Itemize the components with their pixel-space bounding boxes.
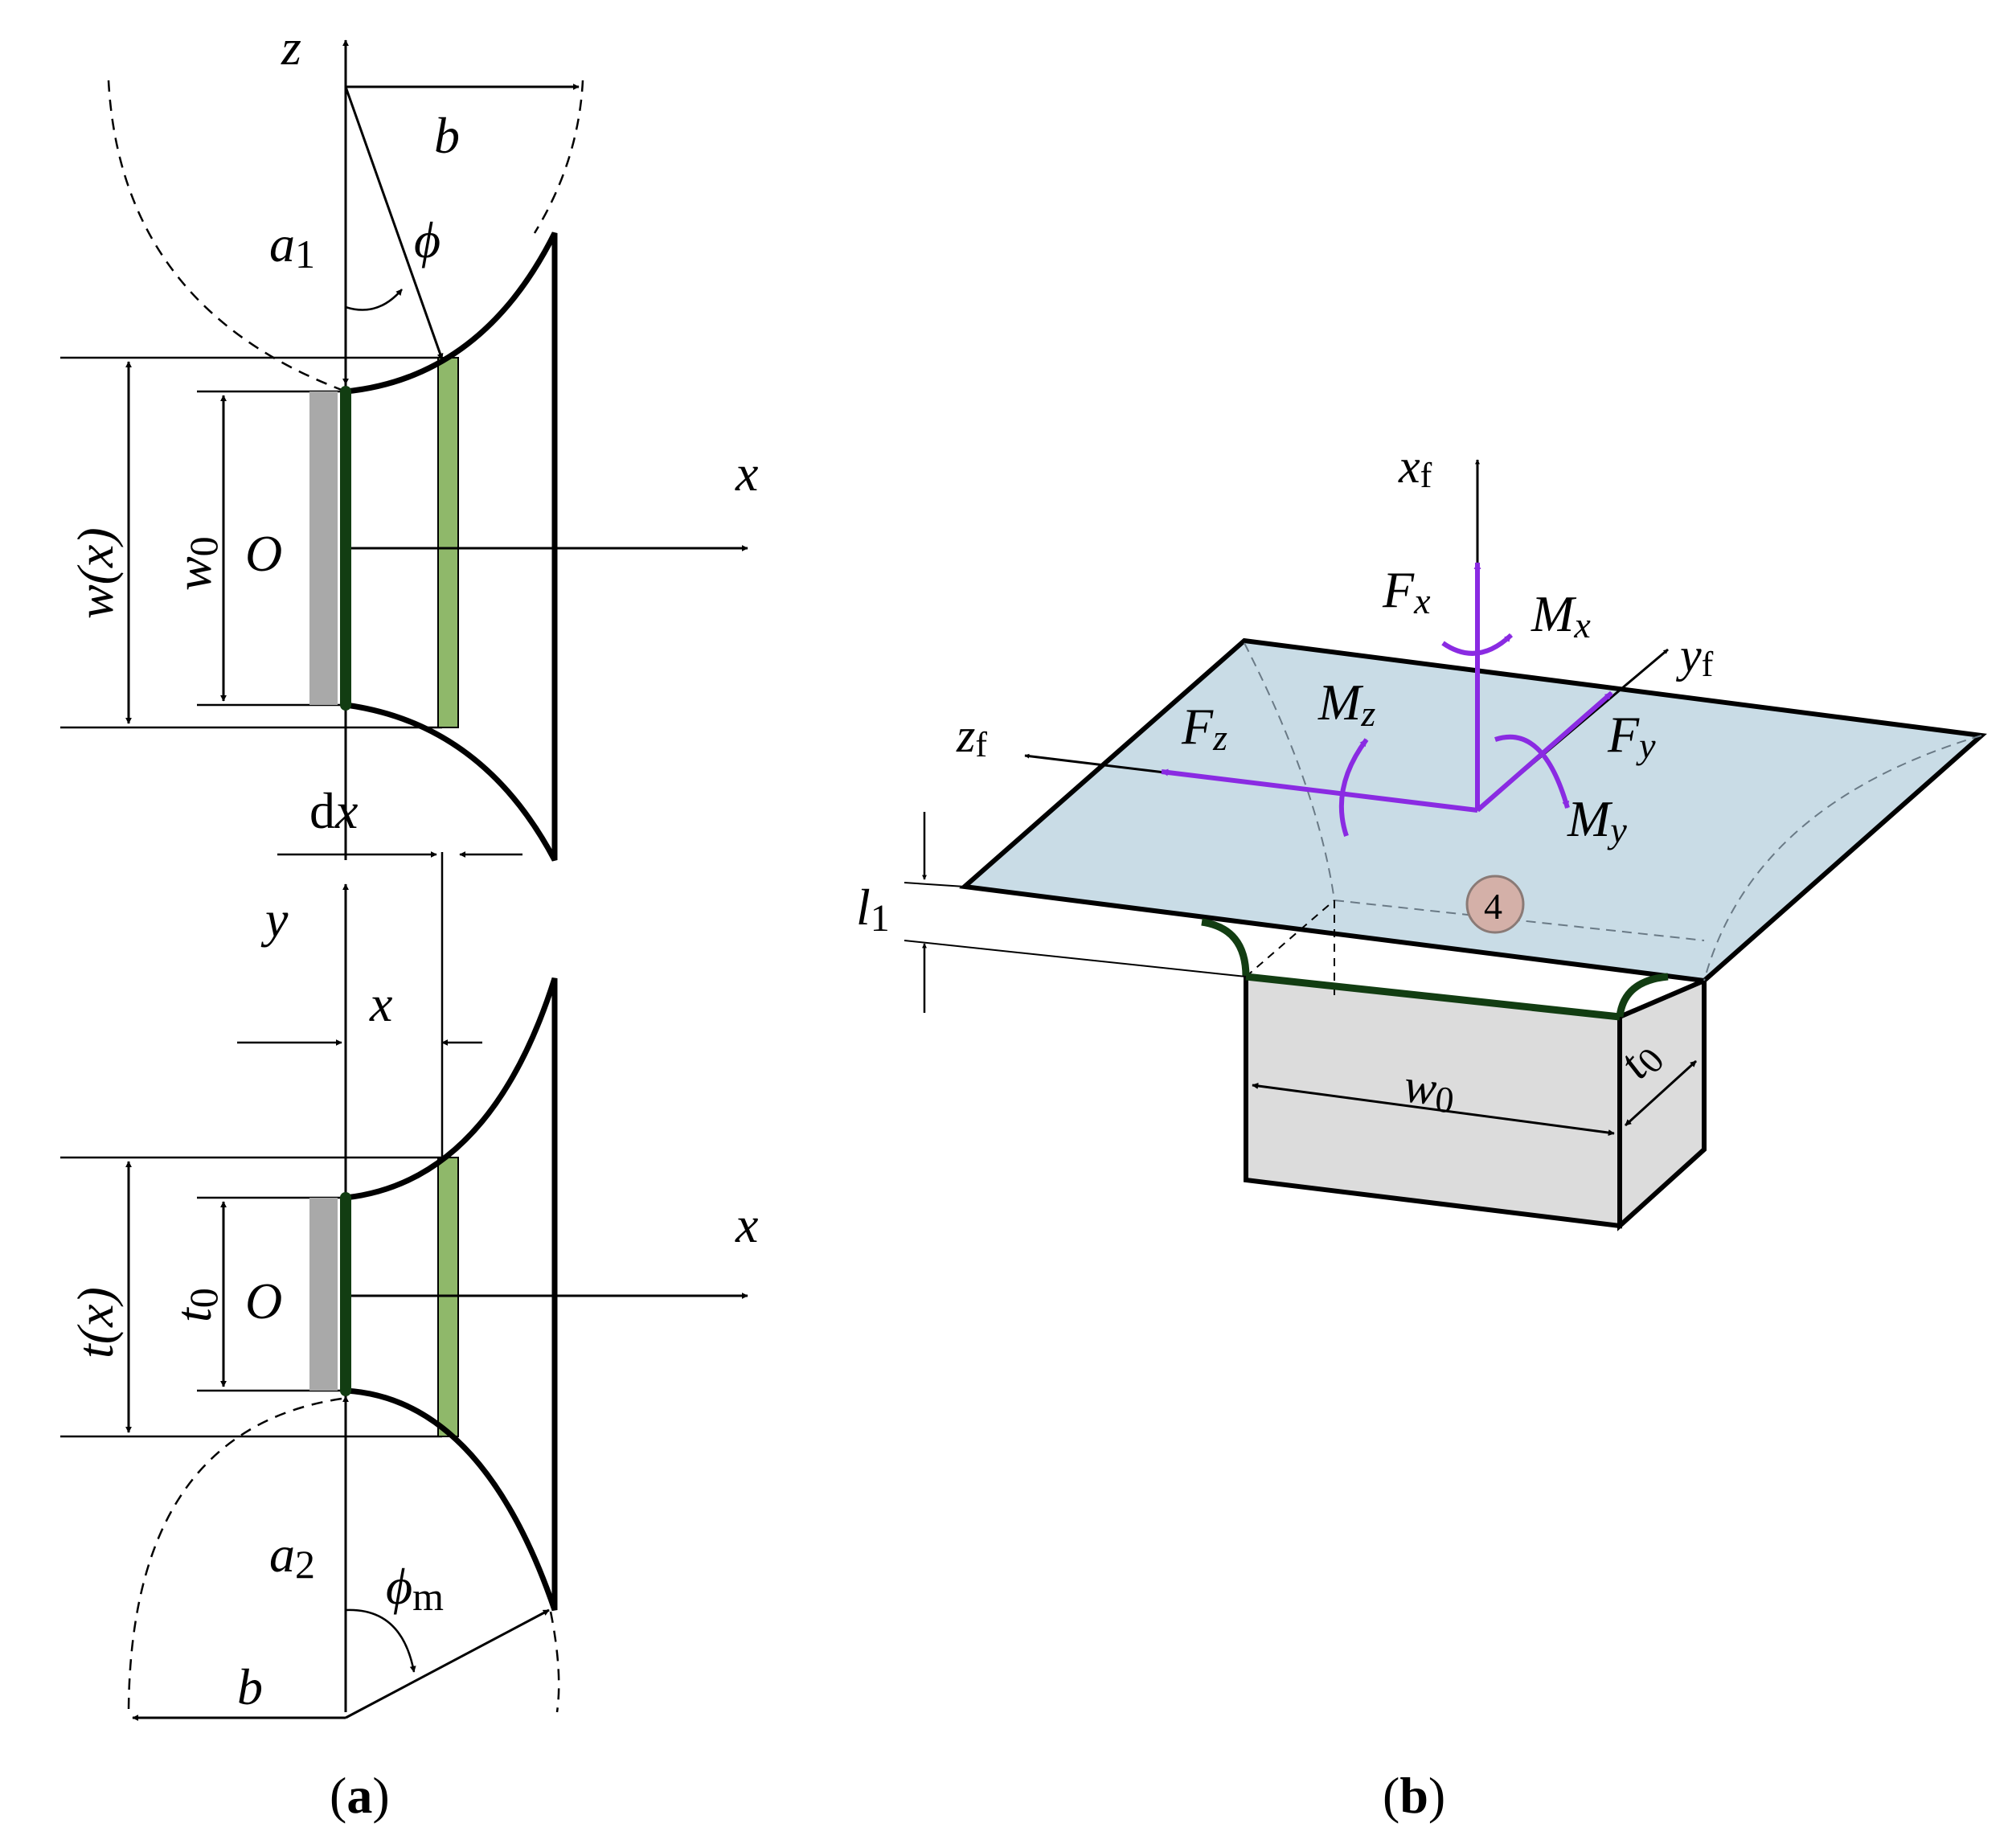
dashed-arc-a2 [127, 1397, 342, 1717]
label-phi: ϕ [414, 211, 441, 268]
marker-circle-4 [1465, 875, 1525, 934]
panel-a-top-view: z b a1 ϕ w(x) w0 O x dx [60, 18, 758, 862]
label-origin-top: O [245, 525, 282, 582]
label-x-axis-bottom: x [735, 1196, 758, 1253]
label-mz: Mz [1317, 674, 1375, 734]
moment-mz [1338, 738, 1369, 837]
label-w-x: w(x) [67, 527, 124, 619]
label-origin-bottom: O [245, 1272, 282, 1330]
plate-dashed-curve-left [1244, 642, 1335, 901]
label-a2: a2 [269, 1526, 315, 1587]
label-my: My [1567, 790, 1627, 850]
hinge-profile-top [345, 232, 558, 862]
label-fy: Fy [1607, 706, 1656, 766]
l1-ref-top [904, 882, 965, 887]
fillet-right [1616, 973, 1669, 1018]
label-a1: a1 [269, 215, 315, 277]
dashed-arc-a2-right [549, 1611, 560, 1713]
force-fz [1161, 768, 1478, 813]
label-x-dim: x [369, 975, 392, 1032]
fillet-left [1201, 918, 1250, 977]
root-edge [1245, 973, 1621, 1021]
marker-4-label: 4 [1484, 886, 1502, 927]
panel-b: 4 xf yf zf Fx Mx Fy My Fz Mz l1 w0 t [856, 440, 1987, 1231]
label-mx: Mx [1531, 585, 1591, 645]
force-fy [1476, 690, 1613, 813]
label-b-top: b [434, 107, 460, 164]
label-w0-b: w0 [1401, 1059, 1457, 1121]
t0-dimension-b [1624, 1059, 1698, 1127]
label-fz: Fz [1181, 698, 1227, 758]
gray-wall-top [309, 391, 338, 705]
label-yf: yf [1675, 629, 1714, 684]
panel-a-bottom-view: y x t(x) t0 O x a2 ϕm b [60, 852, 758, 1721]
plate-dashed-hidden-left [1245, 899, 1335, 977]
moment-mx [1441, 633, 1514, 656]
label-x-axis-top: x [735, 445, 758, 502]
label-dx: dx [309, 782, 358, 839]
label-y: y [260, 891, 289, 948]
label-l1: l1 [856, 879, 890, 940]
w0-dimension-b [1252, 1082, 1615, 1137]
caption-b: (b) [1383, 1767, 1445, 1824]
hinge-profile-bottom [345, 977, 558, 1612]
caption-a: (a) [330, 1767, 390, 1824]
dashed-arc-a1 [107, 80, 342, 391]
strip-dx-top [437, 357, 459, 728]
label-zf: zf [956, 709, 987, 764]
label-xf: xf [1398, 440, 1432, 495]
radius-line-a1 [344, 86, 444, 360]
phi-angle-arc [345, 289, 403, 311]
phi-m-angle-arc [345, 1608, 416, 1673]
label-t-x: t(x) [67, 1287, 124, 1358]
label-fx: Fx [1382, 561, 1431, 621]
label-z: z [281, 18, 301, 76]
label-phi-m: ϕm [386, 1558, 444, 1619]
label-w0: w0 [165, 536, 226, 591]
moment-my [1494, 734, 1570, 809]
l1-ref-bottom [904, 940, 1247, 977]
dashed-arc-a1-right [533, 80, 584, 234]
label-b-bottom: b [237, 1658, 263, 1715]
gray-wall-bottom [309, 1198, 338, 1391]
radius-line-a2 [345, 1608, 550, 1719]
label-t0: t0 [165, 1288, 226, 1322]
block-side-face [1617, 977, 1707, 1231]
plate-dashed-curve-right [1703, 735, 1982, 981]
